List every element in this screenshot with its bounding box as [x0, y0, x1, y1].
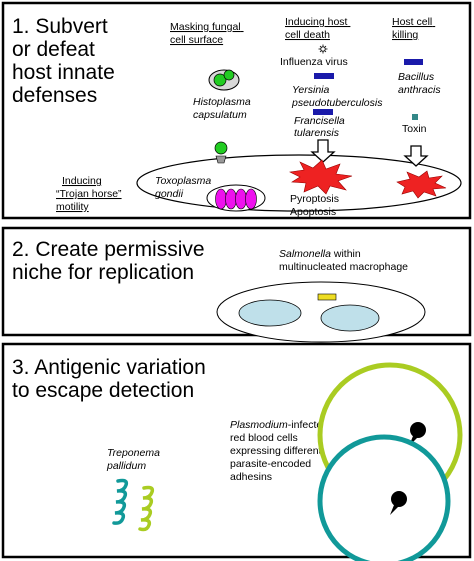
parasite-icon — [390, 491, 407, 515]
histoplasma-cell-icon — [208, 69, 240, 91]
label-toxin: Toxin — [402, 123, 427, 135]
label-histoplasma: Histoplasma capsulatum — [193, 96, 254, 121]
header-masking: Masking fungal cell surface — [170, 21, 244, 46]
label-yersinia: Yersinia pseudotuberculosis — [291, 84, 383, 109]
panel-3-title: 3. Antigenic variation to escape detecti… — [12, 356, 212, 402]
panel-2-title: 2. Create permissive niche for replicati… — [12, 238, 210, 284]
label-trojan-horse: Inducing “Trojan horse” motility — [56, 175, 124, 213]
salmonella-rod — [317, 293, 337, 301]
budding-fungus-icon — [214, 141, 228, 164]
francisella-rod — [313, 109, 333, 115]
label-influenza: Influenza virus — [280, 56, 348, 68]
label-bacillus: Bacillus anthracis — [398, 71, 441, 96]
yersinia-rod — [314, 73, 334, 79]
spirochete-teal-icon — [112, 478, 129, 525]
panel-1-frame — [1, 1, 472, 220]
header-cell-death: Inducing host cell death — [285, 16, 350, 41]
label-cell-death-outcomes: Pyroptosis Apoptosis — [290, 193, 342, 218]
host-cell-membrane — [136, 154, 462, 212]
panel-1-title: 1. Subvert or defeat host innate defense… — [12, 15, 121, 107]
spirochete-lime-icon — [138, 485, 155, 532]
header-cell-killing: Host cell killing — [392, 16, 435, 41]
cell-burst-killing-icon — [396, 170, 447, 199]
label-salmonella: Salmonella within multinucleated macroph… — [279, 248, 408, 273]
red-blood-cell-teal — [317, 434, 451, 561]
cell-burst-pyroptosis-icon — [289, 159, 353, 195]
label-francisella: Francisella tularensis — [294, 115, 348, 139]
multinucleated-macrophage-icon — [216, 281, 426, 343]
label-treponema: Treponema pallidum — [106, 447, 163, 472]
influenza-virus-icon — [318, 44, 328, 54]
label-toxoplasma: Toxoplasma gondii — [155, 175, 214, 200]
bacillus-rod — [404, 59, 423, 65]
down-arrow-icon — [310, 139, 336, 163]
toxoplasma-vacuole-icon — [206, 184, 266, 212]
down-arrow-icon — [403, 145, 429, 167]
toxin-square — [412, 114, 418, 120]
